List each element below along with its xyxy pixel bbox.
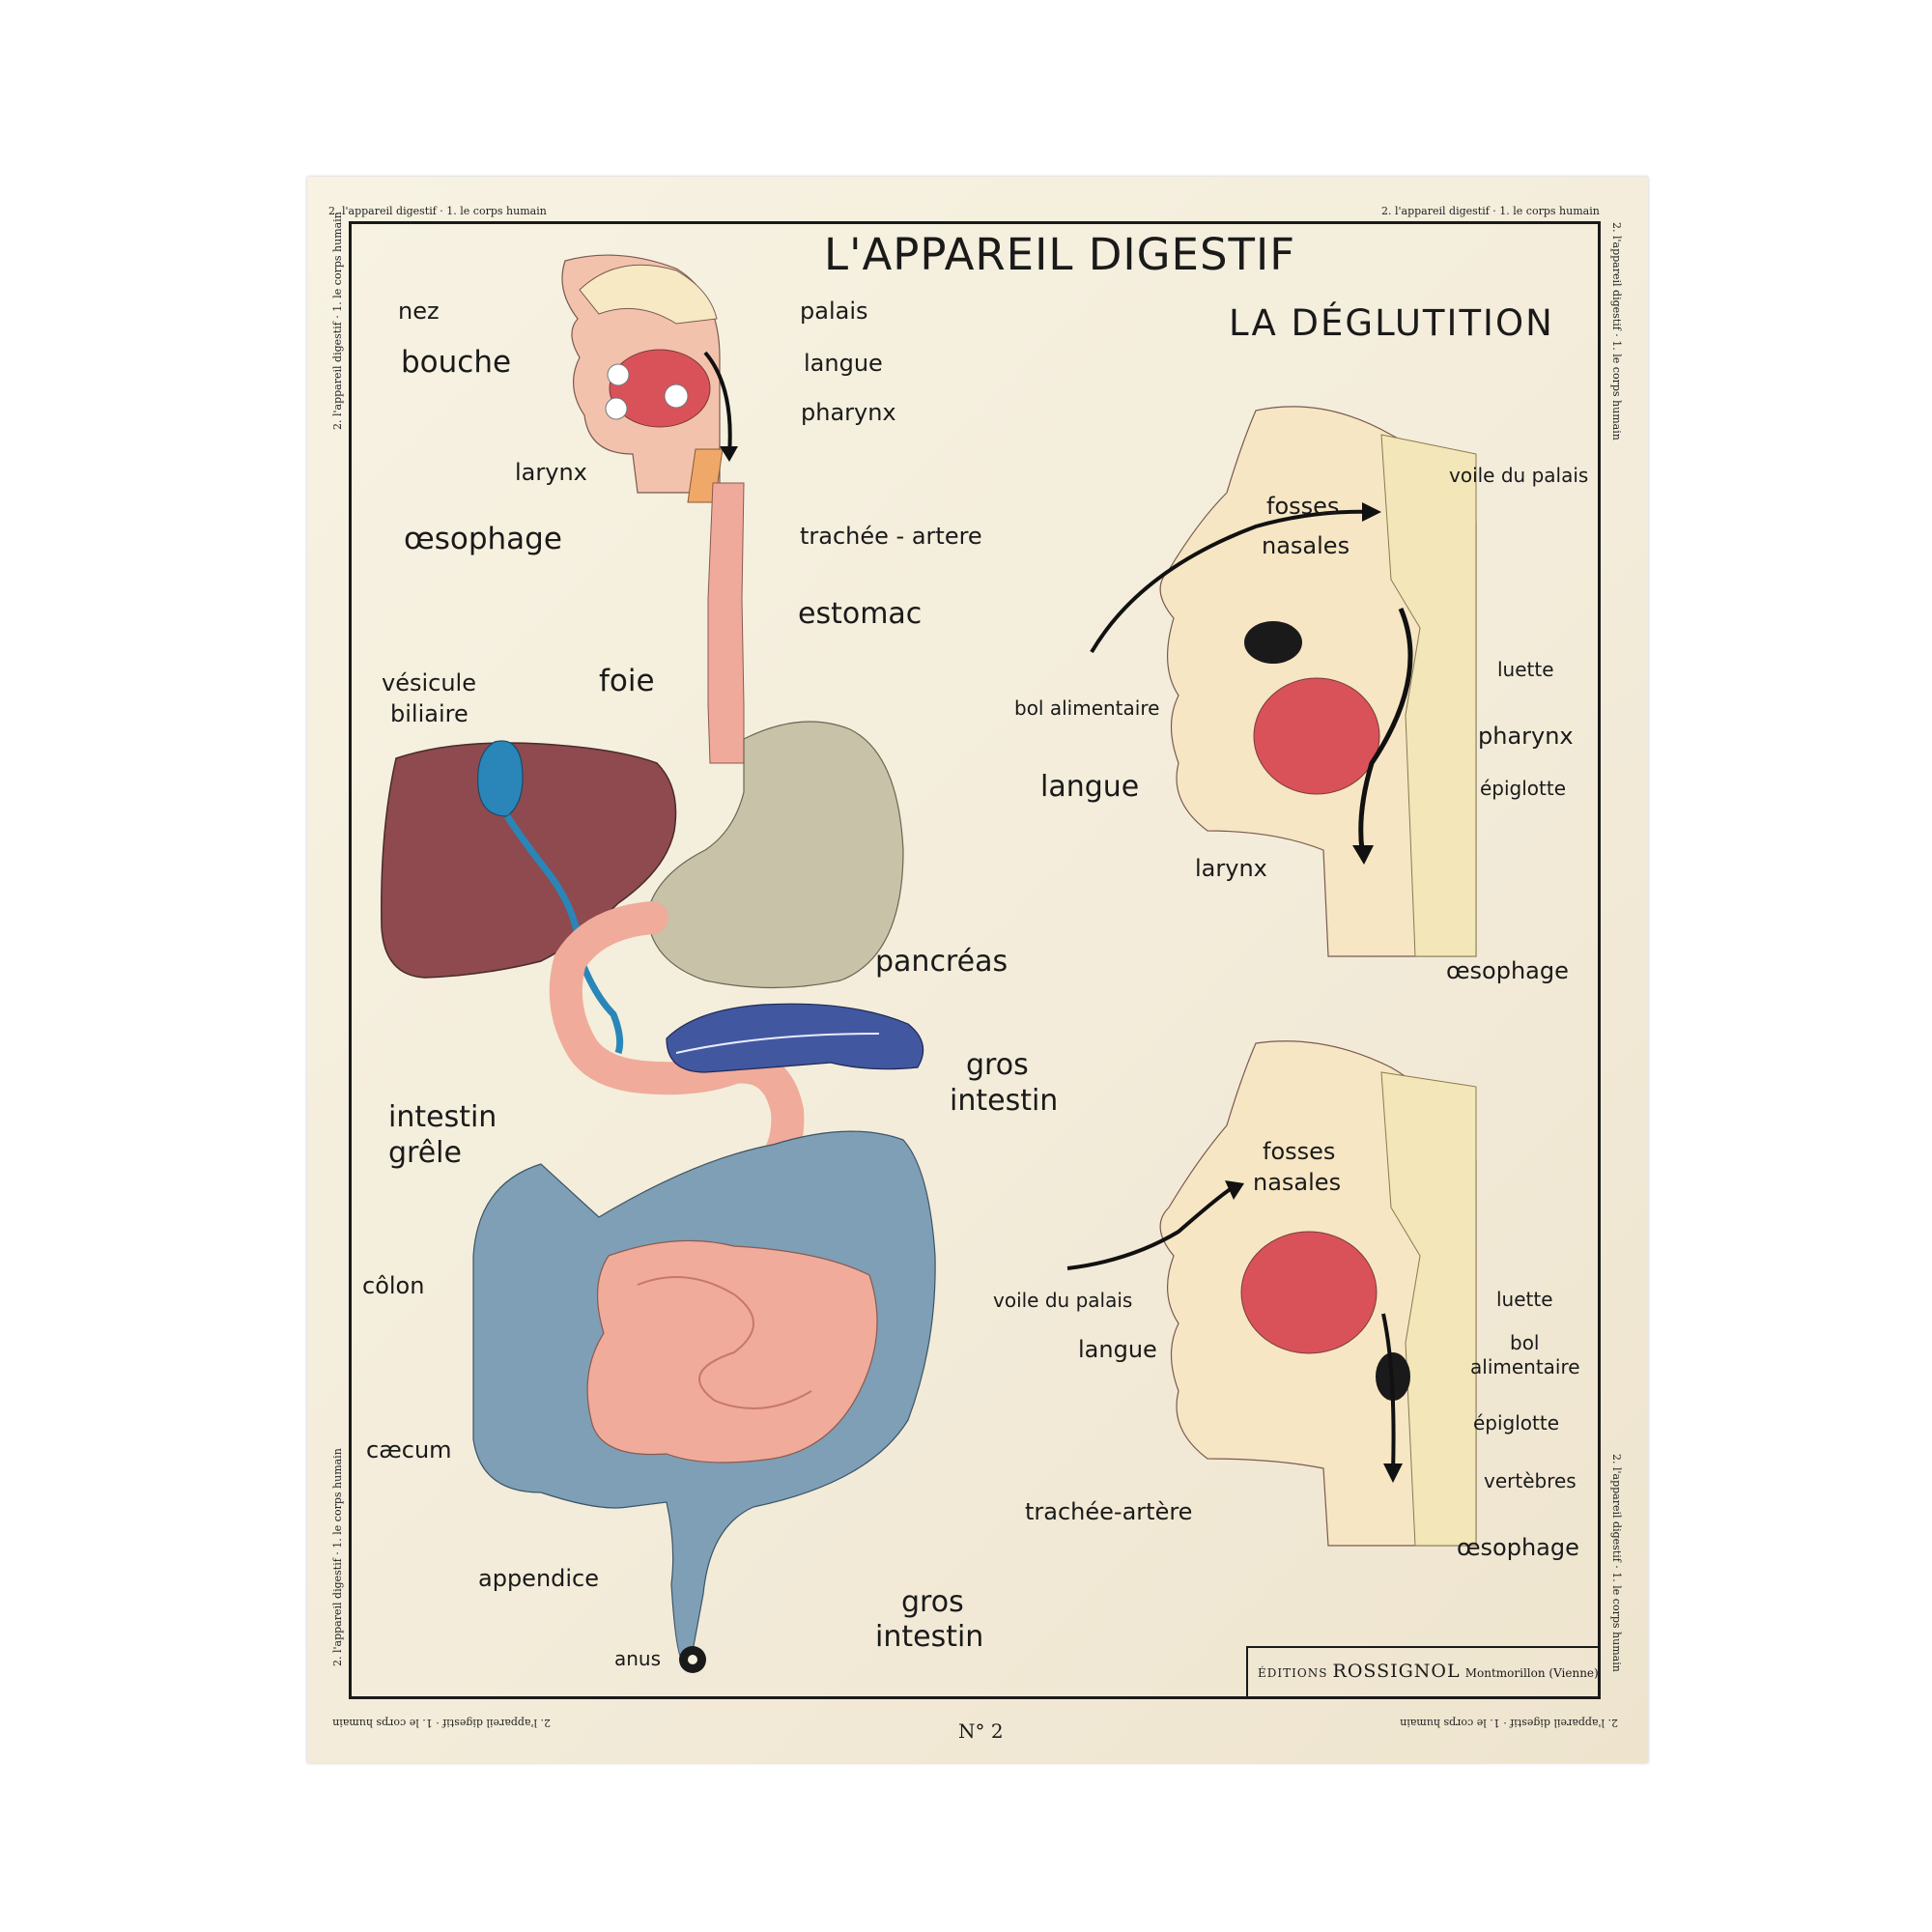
tongue-top bbox=[1253, 677, 1380, 795]
label-top-larynx: larynx bbox=[1195, 855, 1267, 882]
running-head-bottom-left: 2. l'appareil digestif · 1. le corps hum… bbox=[332, 1717, 551, 1729]
label-intestin-grele-2: grêle bbox=[388, 1136, 462, 1170]
page-title: L'APPAREIL DIGESTIF bbox=[824, 229, 1296, 280]
label-bottom-voile-du-palais: voile du palais bbox=[993, 1289, 1133, 1312]
tongue-bottom bbox=[1240, 1231, 1378, 1354]
label-gros-intestin-bottom-2: intestin bbox=[875, 1620, 984, 1654]
running-head-bottom-right: 2. l'appareil digestif · 1. le corps hum… bbox=[1400, 1717, 1618, 1729]
swallow-arrow bbox=[703, 351, 732, 455]
running-head-right-top: 2. l'appareil digestif · 1. le corps hum… bbox=[1610, 222, 1623, 440]
label-foie: foie bbox=[599, 664, 655, 698]
label-bottom-bol-2: alimentaire bbox=[1470, 1355, 1580, 1378]
label-oesophage: œsophage bbox=[404, 522, 562, 556]
label-gros-intestin-top-1: gros bbox=[966, 1048, 1029, 1082]
airflow-arrow-top bbox=[1090, 509, 1373, 654]
label-anus: anus bbox=[614, 1647, 662, 1670]
small-intestine bbox=[586, 1239, 878, 1463]
bol-top bbox=[1244, 621, 1302, 664]
swallow-arrow-top bbox=[1358, 608, 1413, 851]
running-head-top-right: 2. l'appareil digestif · 1. le corps hum… bbox=[1381, 205, 1600, 217]
digestive-system-illustration bbox=[381, 254, 936, 1673]
airflow-arrow-bottom bbox=[1066, 1186, 1234, 1270]
gallbladder bbox=[477, 740, 524, 817]
label-bottom-oesophage: œsophage bbox=[1457, 1534, 1579, 1561]
label-bouche: bouche bbox=[401, 345, 512, 380]
label-bottom-langue: langue bbox=[1078, 1336, 1157, 1363]
liver bbox=[381, 742, 677, 979]
label-nez: nez bbox=[398, 298, 440, 325]
swallow-arrow-bottom bbox=[1381, 1313, 1396, 1474]
label-pharynx: pharynx bbox=[801, 399, 896, 426]
label-gros-intestin-top-2: intestin bbox=[950, 1084, 1059, 1118]
publisher-place: Montmorillon (Vienne) bbox=[1464, 1666, 1599, 1680]
publisher-name: ROSSIGNOL bbox=[1332, 1661, 1461, 1682]
plate-number: N° 2 bbox=[958, 1719, 1004, 1743]
label-bottom-trachee: trachée-artère bbox=[1025, 1498, 1193, 1525]
duodenum bbox=[549, 901, 805, 1185]
skull-outline bbox=[579, 264, 718, 325]
deglutition-top-illustration bbox=[1090, 406, 1477, 957]
label-larynx: larynx bbox=[515, 459, 587, 486]
label-bottom-epiglotte: épiglotte bbox=[1473, 1411, 1560, 1435]
label-top-langue: langue bbox=[1040, 770, 1140, 804]
label-top-luette: luette bbox=[1497, 658, 1554, 681]
label-bottom-bol-1: bol bbox=[1510, 1331, 1540, 1354]
label-top-oesophage: œsophage bbox=[1446, 957, 1569, 984]
label-colon: côlon bbox=[362, 1272, 425, 1299]
label-langue: langue bbox=[804, 350, 883, 377]
label-vesicule-2: biliaire bbox=[390, 700, 469, 727]
deglutition-bottom-illustration bbox=[1066, 1040, 1477, 1547]
running-head-top-left: 2. l'appareil digestif · 1. le corps hum… bbox=[328, 205, 547, 217]
poster-frame bbox=[349, 221, 1601, 1699]
label-top-fosses-2: nasales bbox=[1262, 532, 1350, 559]
publisher-box: ÉDITIONS ROSSIGNOL Montmorillon (Vienne) bbox=[1246, 1646, 1600, 1696]
label-top-pharynx: pharynx bbox=[1478, 723, 1574, 750]
running-head-left-bottom: 2. l'appareil digestif · 1. le corps hum… bbox=[331, 1448, 344, 1666]
label-top-fosses-1: fosses bbox=[1266, 493, 1340, 520]
label-intestin-grele-1: intestin bbox=[388, 1100, 497, 1134]
label-vesicule-1: vésicule bbox=[382, 669, 476, 696]
label-caecum: cæcum bbox=[366, 1436, 452, 1463]
label-estomac: estomac bbox=[798, 597, 923, 631]
label-top-bol-alimentaire: bol alimentaire bbox=[1014, 696, 1160, 720]
teeth-upper bbox=[607, 363, 630, 386]
label-trachee: trachée - artere bbox=[800, 523, 982, 550]
page-subtitle: LA DÉGLUTITION bbox=[1229, 302, 1554, 344]
pancreas bbox=[666, 1003, 924, 1073]
label-gros-intestin-bottom-1: gros bbox=[901, 1585, 964, 1619]
label-pancreas: pancréas bbox=[875, 945, 1009, 979]
label-palais: palais bbox=[800, 298, 868, 325]
label-bottom-fosses-1: fosses bbox=[1263, 1138, 1336, 1165]
label-top-epiglotte: épiglotte bbox=[1480, 777, 1567, 800]
running-head-right-bottom: 2. l'appareil digestif · 1. le corps hum… bbox=[1610, 1454, 1623, 1672]
label-appendice: appendice bbox=[478, 1565, 600, 1592]
tongue-shape bbox=[609, 349, 711, 428]
label-bottom-luette: luette bbox=[1496, 1288, 1553, 1311]
publisher-prefix: ÉDITIONS bbox=[1258, 1666, 1328, 1680]
label-top-voile-du-palais: voile du palais bbox=[1449, 464, 1589, 487]
esophagus bbox=[707, 482, 745, 764]
running-head-left-top: 2. l'appareil digestif · 1. le corps hum… bbox=[331, 212, 344, 430]
teeth-lower bbox=[605, 397, 628, 420]
stomach bbox=[646, 721, 904, 989]
label-bottom-vertebres: vertèbres bbox=[1484, 1469, 1577, 1492]
label-bottom-fosses-2: nasales bbox=[1253, 1169, 1342, 1196]
